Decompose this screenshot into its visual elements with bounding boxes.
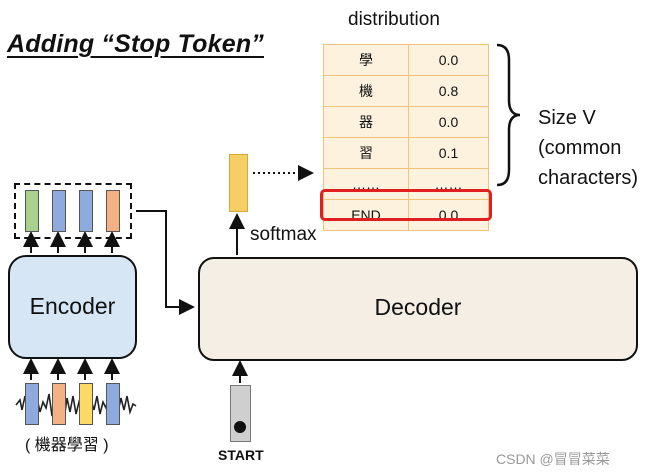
size-label-line: Size V [538,107,596,129]
end-prob-cell: 0.0 [408,199,489,231]
encoder-output-vector [79,190,93,232]
prob-cell: …… [408,168,489,200]
slide-title: Adding “Stop Token” [7,30,265,58]
input-vector [79,383,93,425]
token-cell: 學 [323,44,409,76]
prob-cell: 0.1 [408,137,489,169]
size-v-label: Size V (common characters) [538,103,638,193]
decoder-block [198,257,638,361]
start-dot-icon [234,421,246,433]
encoder-block [8,255,137,359]
encoder-label: Encoder [29,293,116,319]
encoder-output-vector [106,190,120,232]
start-label: START [218,447,264,463]
encoder-output-vector [25,190,39,232]
token-cell: 器 [323,106,409,138]
input-label: ( 機器學習 ) [25,437,109,454]
prob-cell: 0.0 [408,106,489,138]
input-vector [106,383,120,425]
input-vector [52,383,66,425]
end-highlight-box [320,189,492,221]
decoder-output-vector [229,154,248,212]
watermark: CSDN @冒冒菜菜 [496,451,610,467]
decoder-label: Decoder [374,294,462,320]
start-token-vector [230,385,251,442]
encoder-to-decoder-arrow [136,210,195,315]
input-vector [25,383,39,425]
encoder-output-group [14,183,132,239]
encoder-output-vector [52,190,66,232]
curly-brace [496,43,521,187]
distribution-heading: distribution [348,9,440,30]
token-cell: 機 [323,75,409,107]
token-cell: 習 [323,137,409,169]
size-label-line: characters) [538,167,639,189]
distribution-row: ………… [323,168,489,200]
size-label-line: (common [538,137,622,159]
token-cell: …… [323,168,409,200]
prob-cell: 0.8 [408,75,489,107]
softmax-label: softmax [250,224,317,245]
